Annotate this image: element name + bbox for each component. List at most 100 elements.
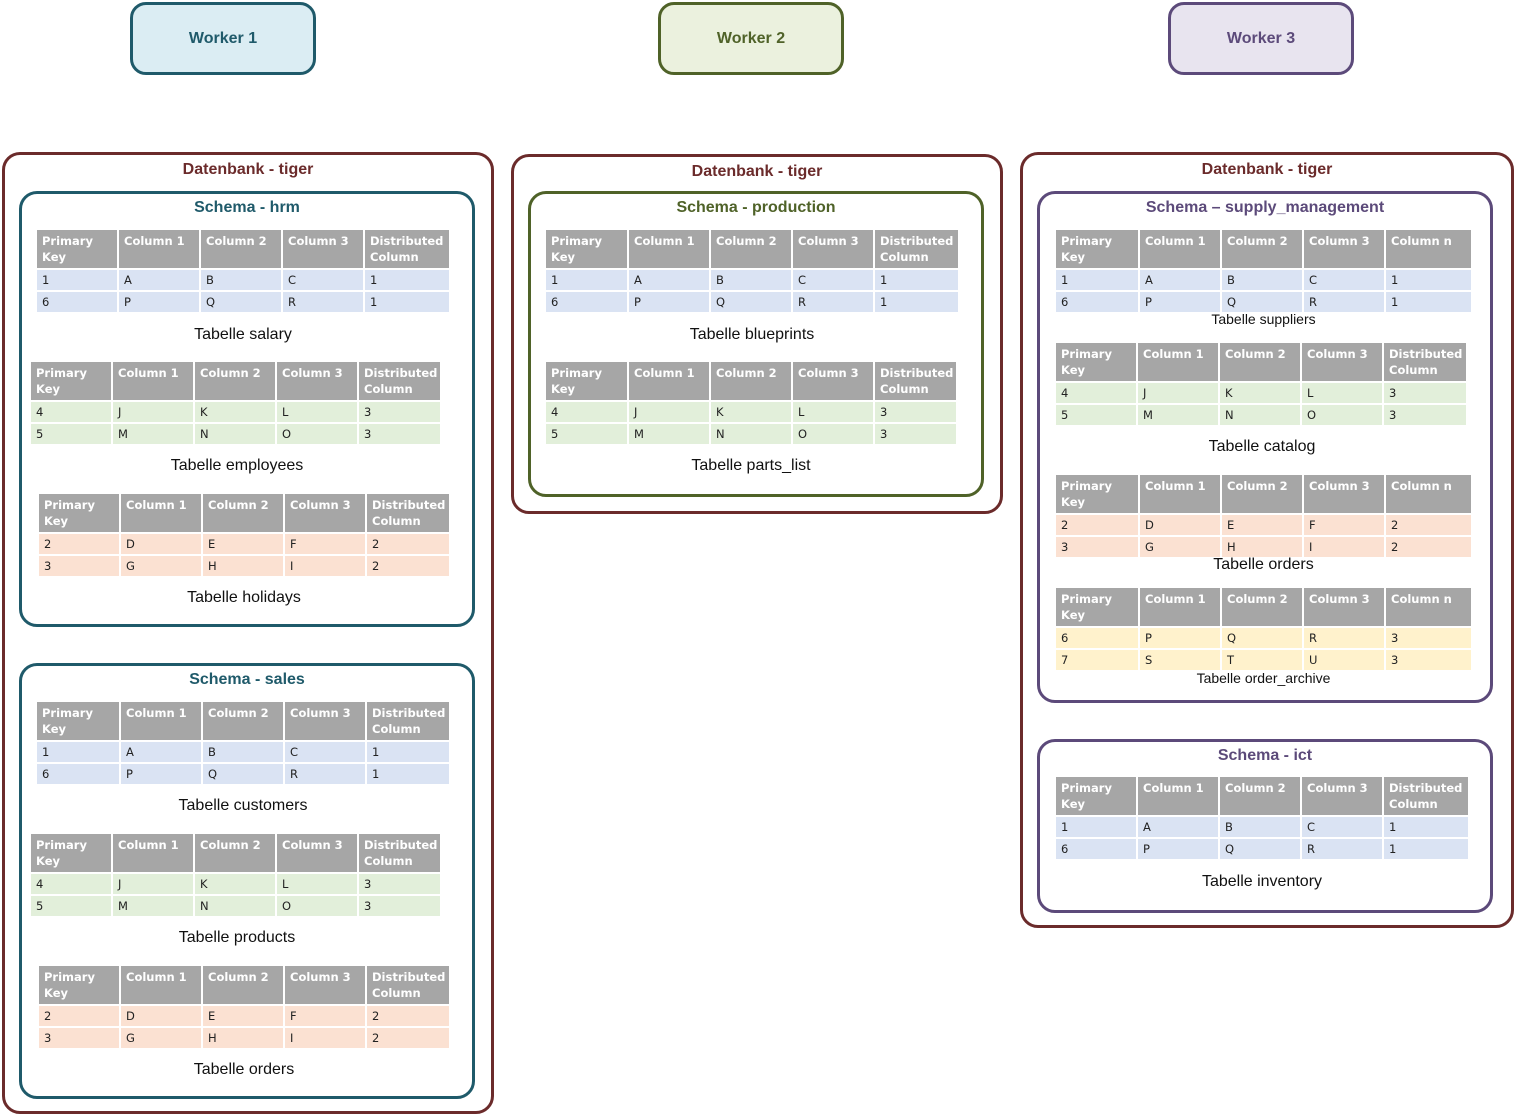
table-cell: O — [792, 423, 875, 446]
table-cell: N — [1219, 404, 1302, 427]
table-cell: 5 — [546, 423, 629, 446]
table-cell: 2 — [1385, 536, 1471, 559]
table-cell: 4 — [546, 401, 629, 424]
table-cell: C — [792, 269, 875, 292]
table-cell: 1 — [364, 269, 449, 292]
table-cell: A — [1137, 816, 1220, 839]
column-header: Column 1 — [628, 362, 711, 402]
worker-2-label: Worker 2 — [716, 29, 786, 47]
table-cell: 3 — [358, 423, 440, 446]
table-cell: G — [1139, 536, 1222, 559]
table-cell: M — [112, 895, 195, 918]
table-cell: P — [120, 763, 203, 786]
column-header: Column 1 — [1137, 343, 1220, 383]
column-header: Column 2 — [202, 494, 285, 534]
table-cell: T — [1221, 649, 1304, 672]
column-header: Column 1 — [118, 230, 201, 270]
schema-ict-title: Schema - ict — [1217, 747, 1313, 764]
schema-ict: Schema - ict — [1037, 739, 1493, 913]
column-header: Distributed Column — [366, 966, 449, 1006]
table-cell: 2 — [1056, 514, 1140, 537]
table-cell: 3 — [358, 895, 440, 918]
table-cell: N — [194, 895, 277, 918]
table-cell: M — [1137, 404, 1220, 427]
table-cell: J — [112, 401, 195, 424]
table-cell: C — [282, 269, 365, 292]
table-cell: A — [1139, 269, 1222, 292]
table-cell: 7 — [1056, 649, 1140, 672]
table-cell: O — [276, 423, 359, 446]
column-header: Column 1 — [1137, 777, 1220, 817]
table-cell: 5 — [31, 423, 113, 446]
schema-production: Schema - production — [528, 191, 984, 497]
table-cell: J — [1137, 382, 1220, 405]
column-header: Primary Key — [546, 362, 629, 402]
table-caption-inventory: Tabelle inventory — [1201, 873, 1323, 890]
table-cell: 3 — [874, 401, 956, 424]
database-1: Datenbank - tiger Schema - hrm Schema - … — [2, 152, 494, 1114]
table-cell: I — [284, 555, 367, 578]
table-caption-salary: Tabelle salary — [194, 326, 292, 343]
table-cell: 6 — [37, 763, 121, 786]
table-caption-holidays: Tabelle holidays — [187, 589, 301, 606]
column-header: Column 3 — [276, 834, 359, 874]
column-header: Column 1 — [120, 966, 203, 1006]
table-cell: C — [1303, 269, 1386, 292]
table-cell: I — [284, 1027, 367, 1050]
column-header: Column 3 — [282, 230, 365, 270]
table-cell: C — [284, 741, 367, 764]
table-caption-employees: Tabelle employees — [170, 457, 304, 474]
database-2-title: Datenbank - tiger — [691, 163, 823, 180]
table-cell: P — [118, 291, 201, 314]
table-cell: 3 — [1385, 627, 1471, 650]
database-3: Datenbank - tiger Schema – supply_manage… — [1020, 152, 1514, 928]
table-cell: 1 — [874, 291, 958, 314]
table-cell: 1 — [366, 763, 449, 786]
table-cell: 1 — [1056, 269, 1140, 292]
table-cell: 1 — [874, 269, 958, 292]
table-cell: D — [1139, 514, 1222, 537]
table-cell: F — [284, 533, 367, 556]
table-cell: K — [710, 401, 793, 424]
table-cell: E — [202, 1005, 285, 1028]
column-header: Column 2 — [1221, 230, 1304, 270]
table-cell: B — [200, 269, 283, 292]
table-cell: 2 — [366, 555, 449, 578]
column-header: Column 3 — [1301, 343, 1384, 383]
column-header: Primary Key — [31, 362, 113, 402]
table-cell: G — [120, 1027, 203, 1050]
column-header: Column 2 — [1221, 588, 1304, 628]
table-cell: 4 — [31, 873, 113, 896]
table-cell: Q — [1221, 291, 1304, 314]
table-cell: A — [628, 269, 711, 292]
column-header: Column 1 — [112, 362, 195, 402]
table-cell: K — [194, 873, 277, 896]
column-header: Column 3 — [792, 230, 875, 270]
table-cell: P — [628, 291, 711, 314]
table-caption-suppliers: Tabelle suppliers — [1211, 311, 1316, 327]
schema-supply-management-title: Schema – supply_management — [1145, 199, 1385, 216]
column-header: Column n — [1385, 588, 1471, 628]
column-header: Primary Key — [31, 834, 113, 874]
column-header: Column 1 — [120, 494, 203, 534]
table-cell: R — [1301, 838, 1384, 861]
table-cell: 1 — [546, 269, 629, 292]
table-cell: L — [276, 873, 359, 896]
table-cell: A — [118, 269, 201, 292]
table-cell: 3 — [358, 401, 440, 424]
column-header: Distributed Column — [366, 494, 449, 534]
table-cell: 6 — [37, 291, 119, 314]
